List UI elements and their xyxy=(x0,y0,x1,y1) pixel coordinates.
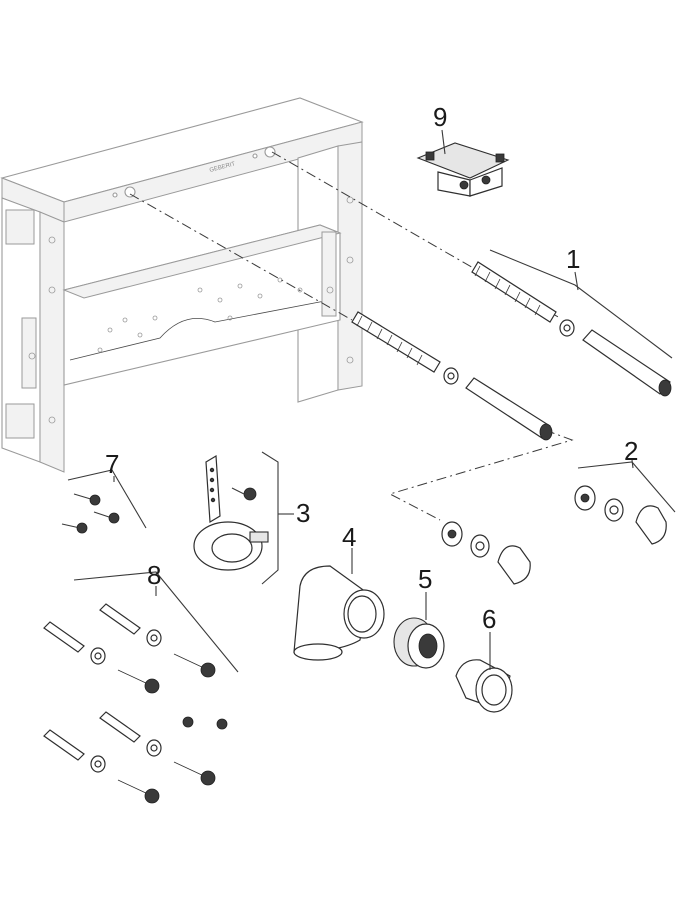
callout-2: 2 xyxy=(624,436,638,466)
part-3-pipe-clamp xyxy=(193,454,269,571)
callout-7: 7 xyxy=(105,449,119,479)
callout-1: 1 xyxy=(566,244,580,274)
axis-line-upper xyxy=(271,151,561,319)
part-5-seal xyxy=(393,617,445,669)
part-9-bracket xyxy=(416,142,510,197)
callout-9: 9 xyxy=(433,102,447,132)
mounting-frame: GEBERIT xyxy=(0,97,364,473)
callout-6: 6 xyxy=(482,604,496,634)
part-1-rod-set-lower xyxy=(351,311,553,441)
part-1-rod-set-upper xyxy=(471,261,672,397)
cap-set-middle xyxy=(441,521,531,585)
callout-4: 4 xyxy=(342,522,356,552)
leader-lines xyxy=(67,129,676,673)
part-2-cap-set xyxy=(574,485,667,545)
part-7-screws xyxy=(61,493,120,534)
callout-8: 8 xyxy=(147,560,161,590)
part-4-elbow xyxy=(293,565,385,661)
part-8-anchor-set xyxy=(43,603,228,804)
part-6-sleeve xyxy=(455,659,513,713)
callout-3: 3 xyxy=(296,498,310,528)
callout-5: 5 xyxy=(418,564,432,594)
axis-line-lower xyxy=(129,193,353,321)
axis-line-return xyxy=(388,429,574,521)
